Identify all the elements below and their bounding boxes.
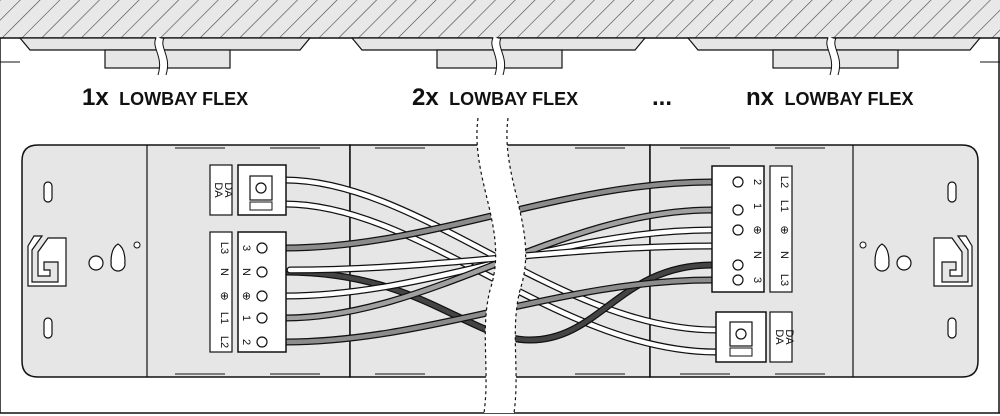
left-pin-1: 1 [240,315,252,321]
fixture-n-name: LOWBAY FLEX [784,89,913,109]
left-da-terminal: DA DA [209,164,287,216]
fixture-1-count: 1x [82,84,109,111]
fixture-2-name: LOWBAY FLEX [449,89,578,109]
ellipsis-label: ... [652,84,672,111]
left-power-label-L3: L3 [218,242,230,254]
left-power-terminal: L3 N ⊕ L1 L2 3 N ⊕ 1 2 [209,231,287,353]
fixture-1-label: 1x LOWBAY FLEX [82,84,248,111]
right-power-label-L2: L2 [778,176,790,188]
right-pin-N: N [751,251,763,259]
right-power-terminal: 2 1 ⊕ N 3 L2 L1 ⊕ N L3 [711,165,793,293]
left-pin-3: 3 [240,245,252,251]
right-pin-PE: ⊕ [751,225,763,234]
fixture-1-name: LOWBAY FLEX [119,89,248,109]
left-power-label-PE: ⊕ [218,291,230,300]
left-da-label-2: DA [212,182,224,198]
right-power-label-L1: L1 [778,200,790,212]
left-power-label-L2: L2 [218,336,230,348]
fixture-2-count: 2x [412,84,439,111]
fixture-n-label: nx LOWBAY FLEX [746,84,913,111]
break-gap [476,117,527,414]
left-power-label-L1: L1 [218,312,230,324]
fixture-n-count: nx [746,84,775,111]
right-power-label-N: N [778,251,790,259]
left-pin-PE: ⊕ [240,291,252,300]
left-pin-2: 2 [240,339,252,345]
fixture-n-ceiling [686,36,1000,77]
right-power-label-L3: L3 [778,274,790,286]
left-power-label-N: N [218,268,230,276]
right-pin-2: 2 [751,179,763,185]
fixture-2-ceiling [350,36,647,77]
right-da-label-1: DA [773,329,785,345]
right-pin-3: 3 [751,277,763,283]
right-da-terminal: DA DA [715,311,795,363]
fixture-1-ceiling [0,36,312,77]
right-da-label-2: DA [783,329,795,345]
right-power-label-PE: ⊕ [778,225,790,234]
fixture-2-label: 2x LOWBAY FLEX [412,84,578,111]
left-da-label-1: DA [222,182,234,198]
right-pin-1: 1 [751,203,763,209]
left-pin-N: N [240,268,252,276]
ceiling [0,0,1000,39]
